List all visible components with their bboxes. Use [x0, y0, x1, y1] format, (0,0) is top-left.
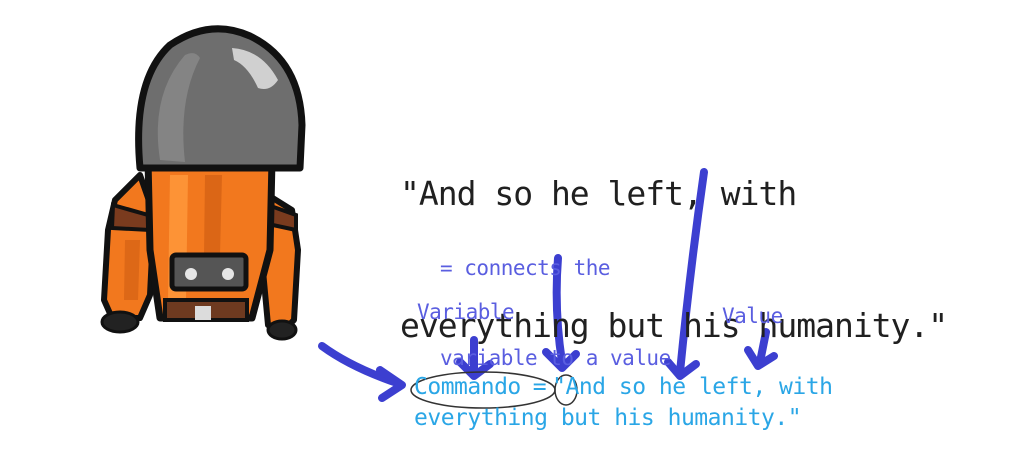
equals-highlight-circle	[554, 374, 578, 406]
variable-label: Variable	[417, 300, 515, 324]
arrow-value-label-to-value	[744, 328, 778, 370]
arrow-quote-to-value	[664, 168, 708, 380]
arrow-robot-to-variable	[318, 342, 406, 402]
code-statement-line-1: Commando ="And so he left, with	[414, 374, 833, 400]
equals-explanation-note: = connects the variable to a value	[440, 193, 671, 403]
code-statement-line-2: everything but his humanity."	[414, 405, 802, 431]
quote-line-1: "And so he left, with	[400, 174, 797, 213]
robot-character-illustration	[100, 25, 306, 341]
robot-head	[135, 25, 306, 172]
code-assignment-operator: =	[532, 374, 547, 400]
value-label: Value	[722, 304, 783, 328]
code-variable-name: Commando	[414, 374, 521, 400]
quote-line-2: everything but his humanity."	[400, 306, 948, 345]
arrow-variable-label-to-variable	[456, 336, 494, 380]
code-value-line-2: everything but his humanity."	[414, 405, 802, 431]
arrow-note-to-equals-sign	[542, 254, 580, 372]
quote-text: "And so he left, with everything but his…	[400, 84, 948, 392]
robot-body	[144, 156, 276, 322]
equals-note-line-2: variable to a value	[440, 346, 671, 370]
equals-note-line-1: = connects the	[440, 256, 611, 280]
code-value-line-1: "And so he left, with	[552, 374, 833, 400]
